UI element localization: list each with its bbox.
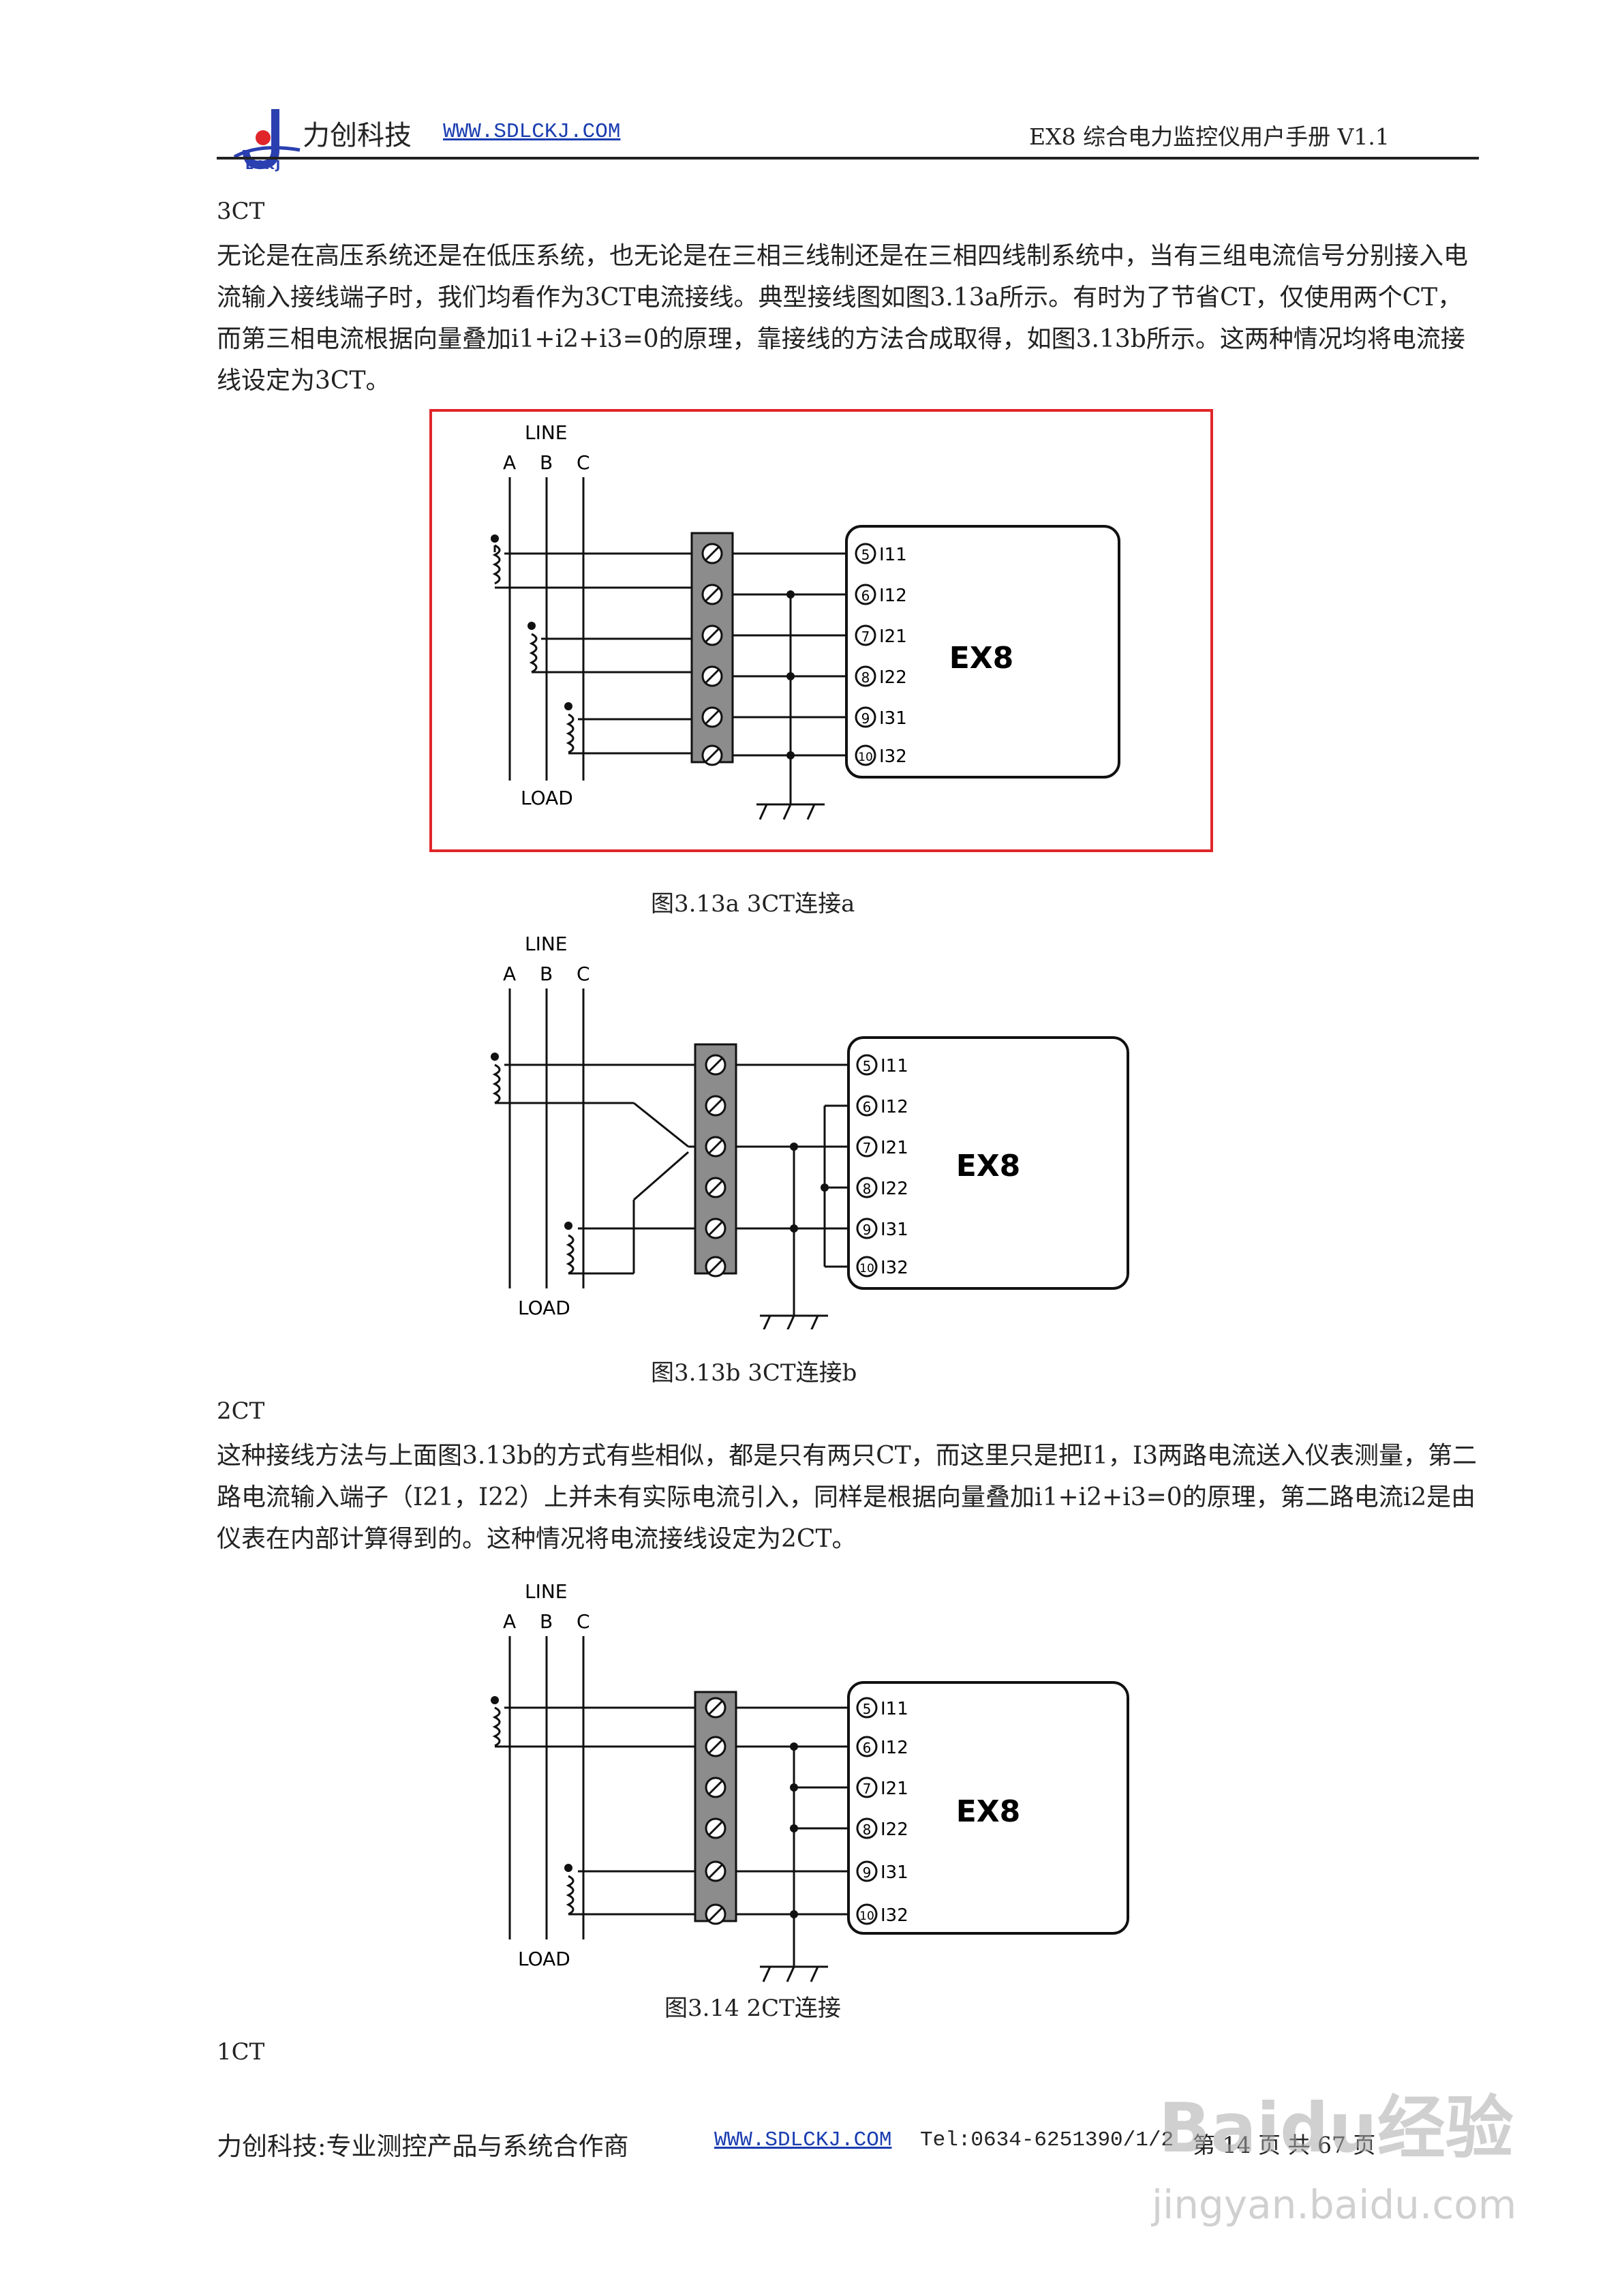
figure-caption-3ct-a: 图3.13a 3CT连接a (651, 890, 855, 918)
terminal-number: 7 (861, 629, 870, 645)
terminal-number: 9 (863, 1222, 872, 1238)
terminal-number: 10 (859, 1909, 874, 1923)
terminal-name: I22 (879, 667, 907, 688)
terminal-name: I21 (879, 626, 907, 647)
section-heading-2ct: 2CT (217, 1398, 265, 1425)
ex8-device (845, 525, 1120, 779)
figure-3ct-b: LINE A B C (491, 933, 1129, 1329)
terminal-name: I12 (881, 1738, 908, 1758)
terminal-number: 9 (861, 710, 870, 727)
terminal-number: 10 (858, 751, 873, 764)
terminal-name: I11 (881, 1056, 908, 1076)
figure-caption-2ct: 图3.14 2CT连接 (664, 1995, 841, 2022)
terminal-name: I21 (881, 1779, 908, 1799)
terminal-name: I32 (881, 1905, 908, 1926)
device-label: EX8 (949, 641, 1014, 676)
terminal-name: I21 (881, 1138, 908, 1158)
phase-b-label: B (540, 1610, 553, 1633)
phase-b-label: B (540, 451, 553, 474)
document-title: EX8 综合电力监控仪用户手册 V1.1 (1029, 123, 1390, 150)
terminal-name: I11 (881, 1699, 908, 1719)
ex8-device (847, 1036, 1129, 1290)
section-heading-3ct: 3CT (217, 198, 265, 225)
terminal-name: I32 (881, 1258, 908, 1278)
phase-b-label: B (540, 963, 553, 985)
terminal-number: 8 (863, 1822, 872, 1838)
terminal-name: I12 (879, 586, 907, 606)
section-heading-1ct: 1CT (217, 2038, 265, 2066)
footer-telephone: Tel:0634-6251390/1/2 (920, 2128, 1174, 2152)
device-label: EX8 (956, 1794, 1021, 1829)
terminal-number: 6 (863, 1099, 872, 1115)
phase-c-label: C (577, 451, 590, 474)
terminal-block (694, 1691, 737, 1922)
terminal-number: 6 (861, 588, 870, 604)
line-label: LINE (525, 1580, 568, 1603)
terminal-number: 9 (863, 1864, 872, 1881)
terminal-number: 10 (859, 1262, 874, 1275)
company-logo-icon (233, 109, 301, 169)
brand-name: 力创科技 (303, 120, 412, 151)
terminal-name: I31 (879, 708, 907, 729)
terminal-name: I11 (879, 545, 907, 565)
terminal-number: 8 (863, 1181, 872, 1197)
terminal-name: I22 (881, 1819, 908, 1840)
figure-border (429, 409, 1213, 852)
ex8-device (847, 1681, 1129, 1935)
section-text-3ct: 无论是在高压系统还是在低压系统，也无论是在三相三线制还是在三相四线制系统中，当有… (217, 242, 1469, 395)
phase-c-label: C (577, 1610, 590, 1633)
terminal-number: 7 (863, 1781, 872, 1797)
terminal-block (694, 1043, 737, 1275)
terminal-number: 5 (863, 1701, 872, 1717)
header-website-link[interactable]: WWW.SDLCKJ.COM (443, 120, 621, 144)
page-header: LCKJ 力创科技 WWW.SDLCKJ.COM EX8 综合电力监控仪用户手册… (0, 0, 1622, 177)
phase-a-label: A (503, 963, 516, 985)
device-label: EX8 (956, 1149, 1021, 1183)
footer-website-link[interactable]: WWW.SDLCKJ.COM (714, 2128, 892, 2152)
load-label: LOAD (518, 1297, 570, 1319)
terminal-name: I31 (881, 1220, 908, 1240)
logo-label: LCKJ (245, 158, 282, 172)
terminal-number: 8 (861, 669, 870, 686)
terminal-number: 6 (863, 1740, 872, 1756)
footer-tagline: 力创科技:专业测控产品与系统合作商 (217, 2132, 629, 2161)
terminal-number: 5 (863, 1058, 872, 1074)
phase-a-label: A (503, 1610, 516, 1633)
figure-caption-3ct-b: 图3.13b 3CT连接b (651, 1359, 857, 1387)
terminal-number: 5 (861, 547, 870, 563)
terminal-name: I12 (881, 1097, 908, 1117)
watermark-site: jingyan.baidu.com (1152, 2181, 1517, 2228)
load-label: LOAD (521, 787, 573, 809)
phase-a-label: A (503, 451, 516, 474)
terminal-block (690, 532, 734, 764)
watermark-brand: Baidu经验 (1159, 2088, 1514, 2168)
line-label: LINE (525, 421, 568, 444)
terminal-name: I32 (879, 746, 907, 767)
figure-3ct-a: LINE A B C (429, 409, 1213, 852)
page-number: 第 14 页 共 67 页 (1193, 2132, 1376, 2158)
figure-2ct: LINE A B C EX8 (491, 1580, 1129, 1982)
terminal-number: 7 (863, 1140, 872, 1156)
phase-c-label: C (577, 963, 590, 985)
load-label: LOAD (518, 1948, 570, 1970)
terminal-name: I31 (881, 1862, 908, 1883)
terminal-name: I22 (881, 1179, 908, 1199)
line-label: LINE (525, 933, 568, 955)
section-text-2ct: 这种接线方法与上面图3.13b的方式有些相似，都是只有两只CT，而这里只是把I1… (217, 1442, 1478, 1553)
header-rule (217, 157, 1479, 160)
